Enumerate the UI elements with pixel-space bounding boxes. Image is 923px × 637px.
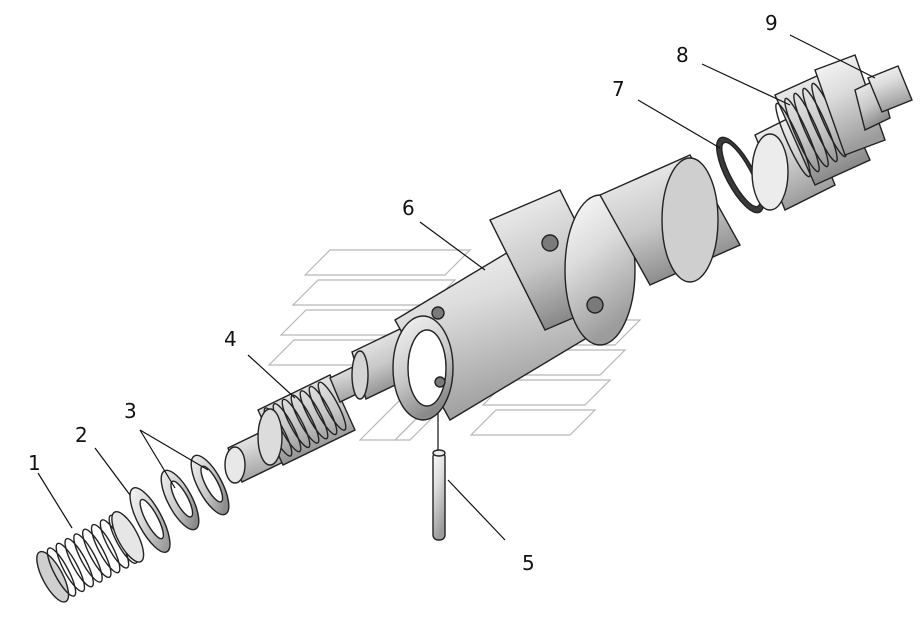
spring-coil (55, 542, 86, 593)
leader-1 (37, 472, 73, 529)
spring-coil (82, 528, 112, 579)
callout-2: 2 (75, 423, 88, 447)
leader-2 (94, 447, 131, 496)
callout-7: 7 (612, 77, 625, 101)
spring-coil (46, 547, 77, 597)
leader-6 (419, 221, 486, 271)
plunger-thread (308, 385, 338, 436)
callout-8: 8 (676, 43, 689, 67)
plunger-thread (281, 398, 311, 449)
fitting-thread (802, 87, 838, 163)
plunger-thread (299, 390, 329, 440)
fitting-thread (793, 92, 829, 168)
callout-4: 4 (224, 327, 237, 351)
leader-8 (701, 63, 791, 106)
fitting-thread (784, 97, 820, 173)
spring-coil (64, 537, 94, 588)
plunger-part (224, 326, 418, 484)
callouts: 1 2 3 4 5 6 7 8 9 (28, 11, 778, 575)
leader-3b (139, 429, 209, 471)
spring-part (36, 511, 145, 603)
callout-3: 3 (124, 399, 137, 423)
callout-6: 6 (402, 196, 415, 220)
plunger-thread (317, 381, 347, 431)
shim-rings-part (160, 454, 230, 531)
fitting-thread (775, 102, 811, 178)
leader-lines (37, 34, 876, 541)
callout-5: 5 (522, 551, 535, 575)
leader-9 (789, 34, 876, 79)
washer-part (129, 487, 171, 553)
spring-coil (73, 533, 103, 583)
callout-9: 9 (765, 11, 778, 35)
bolt-part (854, 65, 913, 132)
leader-3a (139, 429, 176, 489)
leader-7 (637, 99, 721, 149)
leader-5 (447, 479, 506, 541)
spring-coil (90, 523, 121, 574)
callout-1: 1 (28, 451, 41, 475)
body-part (392, 154, 741, 421)
fitting-part (751, 54, 886, 211)
leader-4 (247, 354, 296, 399)
